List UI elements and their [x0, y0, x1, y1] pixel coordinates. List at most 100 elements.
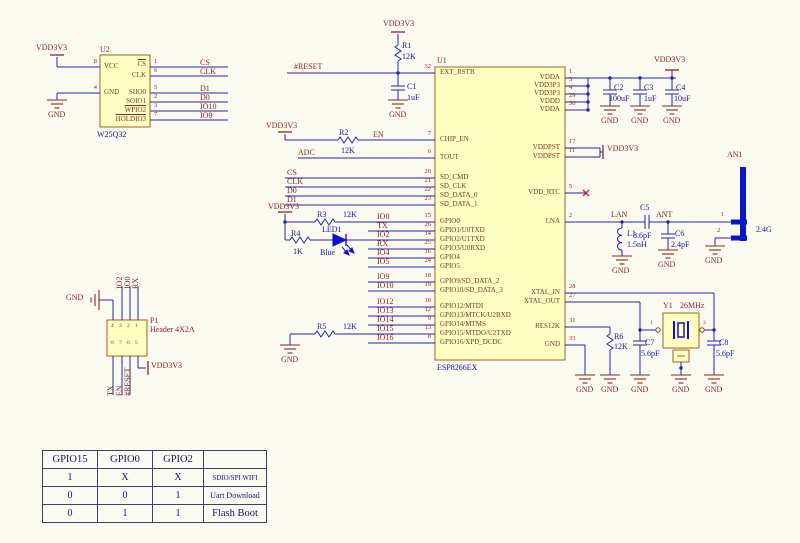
pin-name: GPIO3/U0RXD	[440, 244, 486, 252]
power-label: GND	[631, 385, 649, 394]
designator-label: R4	[291, 229, 301, 238]
pin-number: 11	[569, 147, 576, 154]
designator-label: 1K	[293, 247, 303, 256]
pin-number: 31	[569, 317, 576, 324]
designator-label: Blue	[320, 248, 336, 257]
net-label: TX	[377, 221, 388, 230]
power-label: VDD3V3	[151, 361, 183, 370]
pin-name: VDDA	[539, 73, 560, 81]
designator-label: 2.4G	[756, 225, 772, 234]
net-label: TX	[106, 385, 115, 396]
designator-label: 12K	[343, 210, 357, 219]
net-label: IO0	[377, 212, 390, 221]
pin-number: 8	[93, 58, 97, 65]
pin-name: GND	[104, 88, 120, 96]
pin-number: 24	[424, 257, 432, 264]
pin-name: XTAL_IN	[531, 288, 560, 296]
pin-number: 5	[154, 84, 158, 91]
boot-table-header: GPIO2	[152, 450, 204, 469]
power-label: GND	[658, 260, 676, 269]
boot-value-cell: X	[152, 468, 204, 487]
pin-name: SD_DATA_0	[440, 191, 478, 199]
designator-label: C6	[675, 229, 685, 238]
ref-designator: Y1	[663, 301, 673, 310]
power-label: GND	[705, 385, 723, 394]
pin-name: VDD3P3	[533, 89, 560, 97]
pin-number: 8	[427, 333, 431, 340]
pin-name: GPIO4	[440, 253, 460, 261]
boot-table-header: GPIO15	[42, 450, 98, 469]
pin-name: SD_DATA_1	[440, 200, 478, 208]
designator-label: 8.6pF	[633, 231, 652, 240]
designator-label: C8	[719, 338, 729, 347]
net-label: RX	[131, 277, 140, 289]
designator-label: L1	[627, 229, 636, 238]
boot-value-cell: 1	[152, 504, 204, 523]
pin-number: 18	[424, 272, 432, 279]
pin-name: TOUT	[440, 153, 459, 161]
power-label: GND	[672, 385, 690, 394]
pin-number: 10	[424, 297, 432, 304]
pin-number: 1	[154, 58, 158, 65]
pin-name: XTAL_OUT	[524, 297, 560, 305]
net-label: IO16	[377, 333, 394, 342]
net-label: IO15	[377, 324, 394, 333]
pin-name: VCC	[104, 62, 119, 70]
net-label: IO9	[377, 272, 390, 281]
pin-number: 8	[111, 340, 114, 346]
designator-label: C3	[644, 83, 654, 92]
designator-label: C2	[614, 83, 624, 92]
pin-number: 9	[427, 315, 431, 322]
pin-number: 16	[424, 248, 432, 255]
pin-number: 30	[569, 100, 576, 107]
pin-name: GPIO1/U0TXD	[440, 226, 485, 234]
net-label: D1	[287, 195, 297, 204]
pin-number: 3	[703, 320, 706, 326]
net-label: IO14	[377, 315, 394, 324]
pin-number: 4	[93, 84, 97, 91]
pin-number: 3	[119, 323, 122, 329]
pin-name: GPIO9/SD_DATA_2	[440, 277, 500, 285]
net-label: D1	[200, 84, 210, 93]
pin-name: GPIO15/MTDO/U2TXD	[440, 329, 511, 337]
net-label: RX	[377, 239, 389, 248]
designator-label: 5.6pF	[716, 349, 735, 358]
power-label: GND	[612, 266, 630, 275]
pin-name: VDDA	[539, 105, 560, 113]
pin-number: 15	[424, 212, 432, 219]
designator-label: 12K	[343, 322, 357, 331]
boot-value-cell: X	[97, 468, 153, 487]
esp8266-chip-body	[434, 66, 566, 361]
pin-number: 1	[135, 323, 138, 329]
designator-label: C1	[407, 82, 417, 91]
pin-number: 2	[154, 93, 158, 100]
pin-number: 4	[569, 84, 573, 91]
boot-value-cell: 0	[97, 486, 153, 505]
pin-name: VDDD	[539, 97, 560, 105]
boot-value-cell: 1	[152, 486, 204, 505]
designator-label: 1uF	[644, 94, 657, 103]
pin-name: SD_CMD	[440, 173, 469, 181]
pin-number: 14	[424, 230, 432, 237]
power-label: VDD3V3	[654, 55, 686, 64]
header-p1-body	[106, 319, 148, 357]
power-label: VDD3V3	[383, 19, 415, 28]
net-label: IO5	[377, 257, 390, 266]
pin-number: 1	[569, 68, 573, 75]
antenna-icon	[731, 167, 747, 241]
pin-number: 13	[424, 324, 432, 331]
pin-number: 7	[427, 130, 431, 137]
power-label: VDD3V3	[36, 43, 68, 52]
pin-number: 6	[427, 148, 431, 155]
designator-label: 5.6pF	[641, 349, 660, 358]
designator-label: C5	[640, 203, 650, 212]
net-label: CLK	[200, 67, 216, 76]
pin-number: 3	[569, 76, 573, 83]
designator-label: 12K	[402, 52, 416, 61]
pin-number: 32	[424, 63, 432, 70]
pin-number: 6	[127, 340, 130, 346]
designator-label: C4	[676, 83, 686, 92]
pin-number: 17	[569, 138, 576, 145]
